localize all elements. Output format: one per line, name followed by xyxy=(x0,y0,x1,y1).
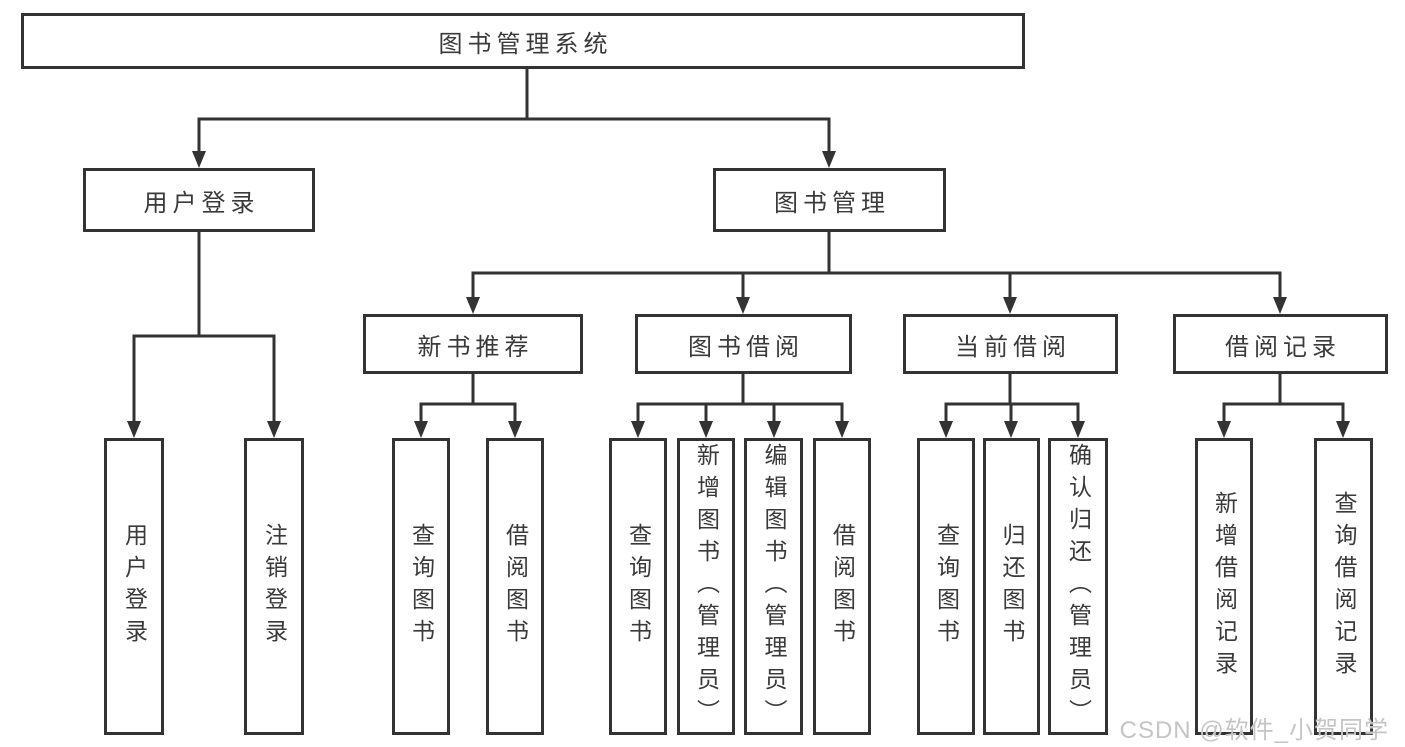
leaf-user-login: 用户登录 xyxy=(104,438,164,735)
leaf-query-books-borrow: 查询图书 xyxy=(609,438,667,735)
node-book-borrow: 图书借阅 xyxy=(635,314,852,374)
node-new-book-recommend: 新书推荐 xyxy=(363,314,583,374)
leaf-query-books-recommend: 查询图书 xyxy=(392,438,450,735)
leaf-borrow-books-borrow: 借阅图书 xyxy=(813,438,871,735)
leaf-confirm-return-admin-label: 确认归还（管理员） xyxy=(1065,442,1092,731)
leaf-return-books: 归还图书 xyxy=(983,438,1040,735)
node-borrow-records: 借阅记录 xyxy=(1173,314,1388,374)
leaf-query-books-current-label: 查询图书 xyxy=(933,522,960,651)
node-book-management: 图书管理 xyxy=(713,168,946,232)
leaf-edit-books-admin-label: 编辑图书（管理员） xyxy=(761,442,787,731)
leaf-edit-books-admin: 编辑图书（管理员） xyxy=(744,438,803,735)
leaf-borrow-books-recommend: 借阅图书 xyxy=(486,438,544,735)
csdn-watermark: CSDN @软件_小贺同学 xyxy=(1119,717,1389,744)
leaf-add-books-admin: 新增图书（管理员） xyxy=(677,438,735,735)
leaf-query-borrow-record-label: 查询借阅记录 xyxy=(1331,490,1357,683)
leaf-logout-label: 注销登录 xyxy=(261,522,288,651)
leaf-user-login-label: 用户登录 xyxy=(121,522,148,651)
leaf-return-books-label: 归还图书 xyxy=(999,522,1025,651)
leaf-logout: 注销登录 xyxy=(244,438,304,735)
leaf-borrow-books-recommend-label: 借阅图书 xyxy=(502,522,529,651)
node-library-management-system: 图书管理系统 xyxy=(21,13,1025,69)
leaf-add-borrow-record: 新增借阅记录 xyxy=(1195,438,1253,735)
node-user-login: 用户登录 xyxy=(83,168,315,232)
leaf-add-books-admin-label: 新增图书（管理员） xyxy=(693,442,720,731)
leaf-confirm-return-admin: 确认归还（管理员） xyxy=(1048,438,1108,735)
leaf-borrow-books-borrow-label: 借阅图书 xyxy=(829,522,856,651)
leaf-query-books-borrow-label: 查询图书 xyxy=(625,522,652,651)
node-current-borrow: 当前借阅 xyxy=(903,314,1118,374)
leaf-query-books-current: 查询图书 xyxy=(917,438,975,735)
leaf-query-borrow-record: 查询借阅记录 xyxy=(1314,438,1373,735)
leaf-query-books-recommend-label: 查询图书 xyxy=(408,522,435,651)
leaf-add-borrow-record-label: 新增借阅记录 xyxy=(1211,490,1238,683)
